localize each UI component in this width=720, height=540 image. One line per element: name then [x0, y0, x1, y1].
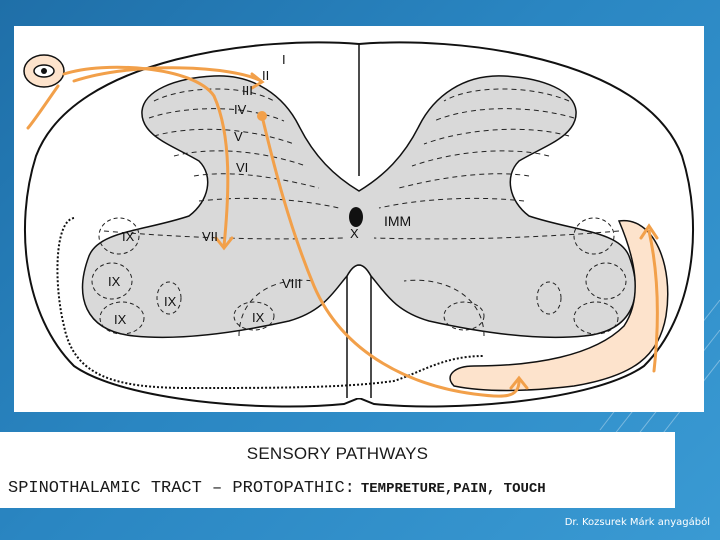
label-lamina-iii: III — [242, 83, 253, 98]
label-lamina-vii: VII — [202, 229, 218, 244]
label-lamina-i: I — [282, 52, 286, 67]
label-lamina-ix-2: IX — [108, 274, 121, 289]
label-lamina-v: V — [234, 129, 243, 144]
gray-matter — [81, 75, 637, 339]
pathway-fibers — [26, 65, 659, 398]
label-lamina-vi: VI — [236, 160, 248, 175]
label-lamina-ix-1: IX — [122, 229, 135, 244]
credit-text: Dr. Kozsurek Márk anyagából — [564, 517, 710, 528]
spinal-cord-diagram: I II III IV V VI VII VIII X IMM IX IX IX… — [14, 26, 704, 412]
label-lamina-ix-4: IX — [114, 312, 127, 327]
central-canal — [349, 207, 363, 227]
spinothalamic-tract-area — [449, 220, 669, 392]
label-lamina-ix-5: IX — [252, 310, 265, 325]
caption-line: SPINOTHALAMIC TRACT – PROTOPATHIC: TEMPRE… — [8, 479, 546, 498]
caption-title: SENSORY PATHWAYS — [246, 444, 429, 463]
label-lamina-x: X — [350, 226, 359, 241]
label-lamina-ii: II — [262, 68, 269, 83]
tract-name: SPINOTHALAMIC TRACT – PROTOPATHIC: — [8, 479, 355, 498]
caption-panel: SENSORY PATHWAYS SPINOTHALAMIC TRACT – P… — [0, 432, 675, 508]
receptor-eye-icon — [33, 64, 55, 78]
modalities: TEMPRETURE,PAIN, TOUCH — [360, 481, 546, 497]
label-lamina-ix-3: IX — [164, 294, 177, 309]
label-imm: IMM — [384, 213, 411, 229]
label-lamina-viii: VIII — [282, 276, 302, 291]
label-lamina-iv: IV — [234, 102, 247, 117]
ventral-root-dotted — [56, 217, 485, 390]
